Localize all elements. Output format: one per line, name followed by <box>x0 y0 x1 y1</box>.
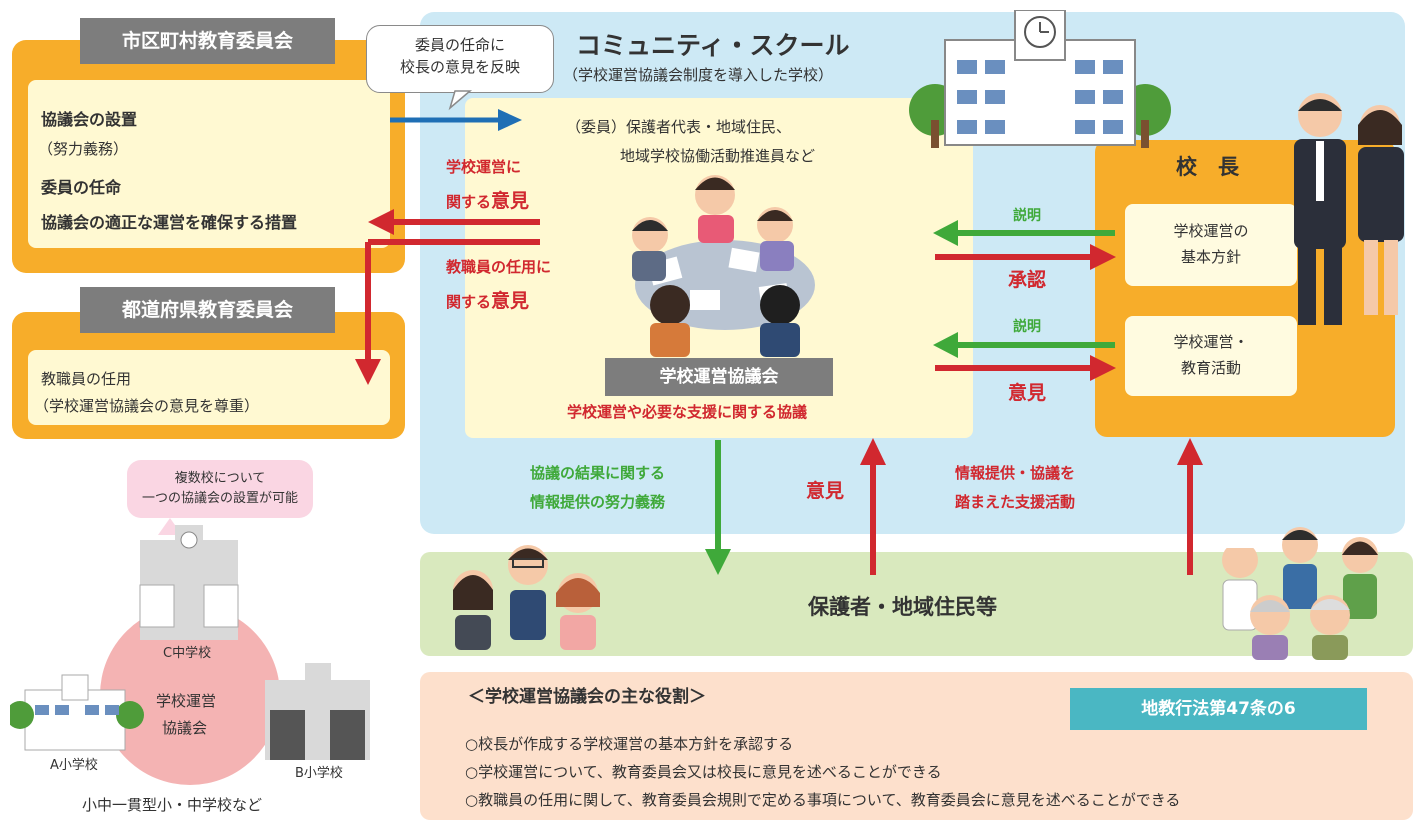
info-duty-line1: 協議の結果に関する <box>530 464 666 482</box>
a-school-label: A小学校 <box>50 758 98 773</box>
bubble-line1: 複数校について <box>174 471 266 486</box>
respect-council-opinion: （学校運営協議会の意見を尊重） <box>34 397 260 415</box>
council-members-line1: （委員）保護者代表・地域住民、 <box>566 118 792 136</box>
council-subtitle: 学校運営や必要な支援に関する協議 <box>567 403 808 421</box>
opinion-prefix-2: 関する <box>446 293 492 311</box>
opinion-emphasis-2: 意見 <box>491 290 530 312</box>
role-item-2: ○学校運営について、教育委員会又は校長に意見を述べることができる <box>465 763 942 781</box>
council-establishment: 協議会の設置 <box>41 110 138 129</box>
multi-school-illustration <box>10 518 370 785</box>
role-item-3: ○教職員の任用に関して、教育委員会規則で定める事項について、教育委員会に意見を述… <box>465 791 1181 809</box>
multi-school-bubble: 複数校について 一つの協議会の設置が可能 <box>127 460 313 518</box>
parents-illustration <box>453 545 600 650</box>
support-activity-line2: 踏まえた支援活動 <box>955 493 1076 511</box>
opinion-label: 意見 <box>1008 382 1047 404</box>
council-members-line2: 地域学校協働活動推進員など <box>620 147 816 165</box>
municipal-board-header: 市区町村教育委員会 <box>80 18 335 64</box>
education-activity-line2: 教育活動 <box>1180 359 1241 377</box>
council-label: 学校運営協議会 <box>605 358 833 396</box>
education-activity-box: 学校運営・ 教育活動 <box>1125 316 1297 396</box>
prefectural-board-body <box>28 350 390 425</box>
community-label: 保護者・地域住民等 <box>808 595 997 619</box>
education-activity-line1: 学校運営・ <box>1173 333 1249 351</box>
approval-label: 承認 <box>1008 269 1047 291</box>
opinion-staff-line1: 教職員の任用に <box>446 258 552 276</box>
role-item-1: ○校長が作成する学校運営の基本方針を承認する <box>465 735 794 753</box>
residents-illustration <box>1222 527 1378 660</box>
opinion-school-operation-line2: 関する意見 <box>446 186 529 213</box>
proper-operation-measures: 協議会の適正な運営を確保する措置 <box>41 213 298 232</box>
community-school-subtitle: （学校運営協議会制度を導入した学校） <box>563 66 834 84</box>
effort-obligation: （努力義務） <box>38 140 129 158</box>
c-school-label: C中学校 <box>163 646 212 661</box>
basic-policy-box: 学校運営の 基本方針 <box>1125 204 1297 286</box>
opinion-staff-line2: 関する意見 <box>446 286 529 313</box>
prefectural-board-header: 都道府県教育委員会 <box>80 287 335 333</box>
bubble-line2: 一つの協議会の設置が可能 <box>141 491 298 506</box>
basic-policy-line1: 学校運営の <box>1173 222 1249 240</box>
basic-policy-line2: 基本方針 <box>1180 248 1241 266</box>
municipal-board-body <box>28 80 390 248</box>
explanation-label-1: 説明 <box>1013 208 1041 224</box>
support-activity-line1: 情報提供・協議を <box>955 464 1076 482</box>
council-circle-line1: 学校運営 <box>156 692 217 710</box>
community-opinion-label: 意見 <box>806 480 845 502</box>
member-appointment: 委員の任命 <box>41 178 122 197</box>
community-school-title: コミュニティ・スクール <box>576 31 850 60</box>
multi-school-caption: 小中一貫型小・中学校など <box>82 796 263 814</box>
appointment-callout: 委員の任命に 校長の意見を反映 <box>366 25 554 93</box>
opinion-prefix: 関する <box>446 193 492 211</box>
staff-appointment: 教職員の任用 <box>41 370 132 388</box>
roles-title: ＜学校運営協議会の主な役割＞ <box>468 687 706 707</box>
opinion-school-operation-line1: 学校運営に <box>446 158 522 176</box>
meeting-illustration <box>632 175 815 357</box>
b-school-label: B小学校 <box>295 766 343 781</box>
opinion-emphasis: 意見 <box>491 190 530 212</box>
school-building-illustration <box>909 10 1171 148</box>
explanation-label-2: 説明 <box>1013 319 1041 335</box>
council-circle-line2: 協議会 <box>162 719 208 737</box>
info-duty-line2: 情報提供の努力義務 <box>530 493 666 511</box>
principal-figures <box>1294 93 1404 325</box>
principal-title: 校 長 <box>1176 155 1239 179</box>
callout-line1: 委員の任命に <box>414 36 505 54</box>
law-reference-badge: 地教行法第47条の6 <box>1070 688 1367 730</box>
callout-line2: 校長の意見を反映 <box>399 58 520 76</box>
